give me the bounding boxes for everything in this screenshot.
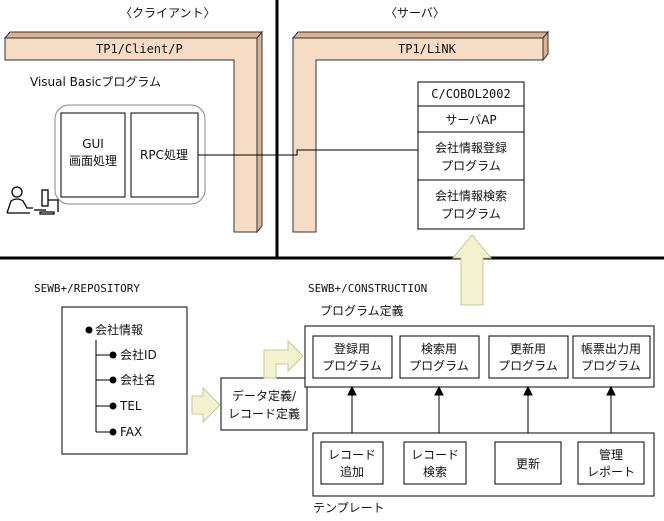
server-stack-cobol: C/COBOL2002 (431, 87, 510, 101)
server-stack-register-line1: 会社情報登録 (435, 140, 507, 155)
program-box-update (488, 335, 569, 379)
server-heading: 〈サーバ〉 (385, 6, 445, 20)
repository-root: 会社情報 (95, 322, 143, 337)
template-item-record-add (320, 441, 384, 485)
repository-item: 会社ID (120, 347, 157, 362)
server-bar-label: TP1/LiNK (398, 42, 457, 56)
program-label: プログラム (409, 359, 469, 373)
template-label: 検索 (423, 465, 447, 479)
repository-item: TEL (119, 399, 142, 413)
server-stack-serverap: サーバAP (445, 113, 496, 127)
rpc-box (130, 112, 199, 198)
program-definition-label: プログラム定義 (320, 303, 404, 318)
program-label: プログラム (498, 359, 558, 373)
template-label: 管理 (599, 447, 623, 462)
server-stack (417, 81, 525, 230)
repository-item-bullet (109, 402, 117, 410)
repository-item: FAX (120, 425, 142, 439)
definition-to-program-arrow (263, 339, 304, 379)
gui-label-line1: GUI (82, 137, 104, 151)
repository-root-bullet (85, 326, 93, 334)
program-box-report (572, 335, 651, 379)
template-item-update (494, 441, 562, 485)
construction-title: SEWB+/CONSTRUCTION (308, 282, 427, 295)
server-stack-register-line2: プログラム (441, 159, 501, 173)
repository-item: 会社名 (120, 372, 156, 387)
definition-box (220, 377, 308, 431)
program-label: プログラム (322, 359, 382, 373)
program-label: プログラム (581, 359, 641, 373)
program-label: 更新用 (510, 341, 546, 356)
user-at-computer-icon (6, 186, 59, 215)
gui-box (60, 112, 126, 198)
server-middleware-bar (291, 30, 550, 233)
template-label: レコード (411, 448, 459, 462)
repository-box (61, 306, 188, 455)
server-stack-search-line2: プログラム (441, 207, 501, 221)
rpc-connection-line (198, 149, 418, 156)
client-middleware-bar (3, 30, 264, 234)
program-label: 帳票出力用 (581, 342, 641, 356)
template-section-label: テンプレート (313, 501, 385, 515)
template-label: レポート (587, 465, 635, 479)
deploy-up-arrow (451, 234, 493, 306)
rpc-label: RPC処理 (140, 148, 188, 162)
server-stack-search-line1: 会社情報検索 (435, 188, 507, 203)
program-label: 検索用 (421, 342, 457, 356)
definition-line2: レコード定義 (228, 406, 300, 421)
template-label: 更新 (516, 456, 540, 471)
repository-item-bullet (109, 351, 117, 359)
client-bar-label: TP1/Client/P (96, 42, 183, 56)
template-label: レコード (328, 448, 376, 462)
repository-title: SEWB+/REPOSITORY (34, 282, 140, 295)
repository-tree-lines (95, 340, 110, 433)
definition-line1: データ定義/ (232, 388, 297, 403)
gui-label-line2: 画面処理 (69, 154, 117, 168)
repository-item-bullet (109, 376, 117, 384)
template-item-management-report (577, 441, 645, 485)
template-to-program-arrows (347, 385, 616, 433)
client-heading: 〈クライアント〉 (120, 6, 216, 20)
repository-item-bullet (109, 428, 117, 436)
program-box-search (399, 335, 480, 379)
template-item-record-search (403, 441, 467, 485)
program-label: Visual Basicプログラム (30, 75, 161, 89)
template-label: 追加 (340, 464, 364, 479)
repository-to-definition-arrow (191, 386, 221, 424)
program-box-register (312, 335, 393, 379)
program-label: 登録用 (334, 341, 370, 356)
